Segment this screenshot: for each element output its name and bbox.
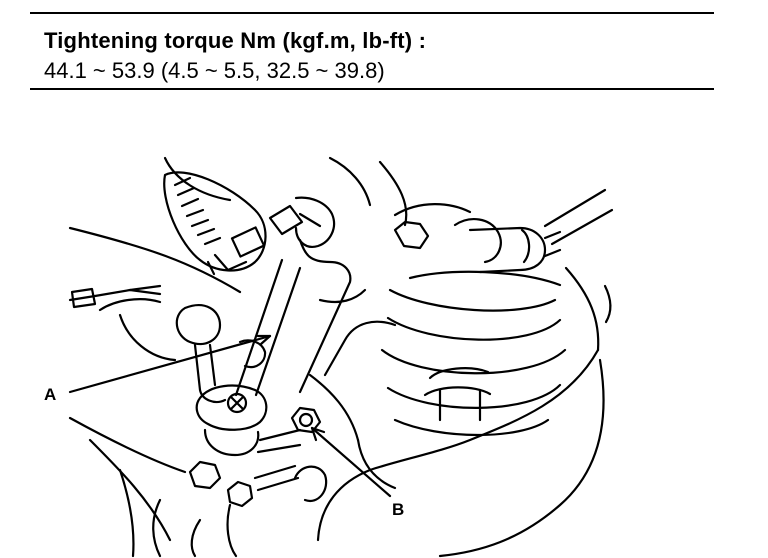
- callout-b-leader: [310, 426, 392, 498]
- torque-spec-title: Tightening torque Nm (kgf.m, lb-ft) :: [44, 28, 427, 53]
- upper-arm-joint: [393, 218, 562, 274]
- lower-bolts: [188, 460, 328, 508]
- callout-a-arrowhead: [256, 334, 272, 346]
- lower-link-joint: [195, 384, 302, 457]
- callout-a-leader: [68, 334, 272, 394]
- callout-a-label: A: [44, 385, 56, 404]
- stabilizer-bar: [68, 284, 397, 404]
- body-outline: [68, 156, 614, 558]
- upper-mount-bolt: [268, 196, 336, 248]
- callout-b-label: B: [392, 500, 404, 519]
- speed-sensor-connector: [163, 171, 267, 276]
- coil-spring: [380, 270, 567, 437]
- stabilizer-link: [234, 238, 367, 397]
- callout-b-arrowhead: [310, 426, 326, 442]
- nut-b: [290, 406, 322, 434]
- torque-spec-box: Tightening torque Nm (kgf.m, lb-ft) : 44…: [30, 12, 714, 90]
- torque-spec-value: 44.1 ~ 53.9 (4.5 ~ 5.5, 32.5 ~ 39.8): [44, 58, 385, 83]
